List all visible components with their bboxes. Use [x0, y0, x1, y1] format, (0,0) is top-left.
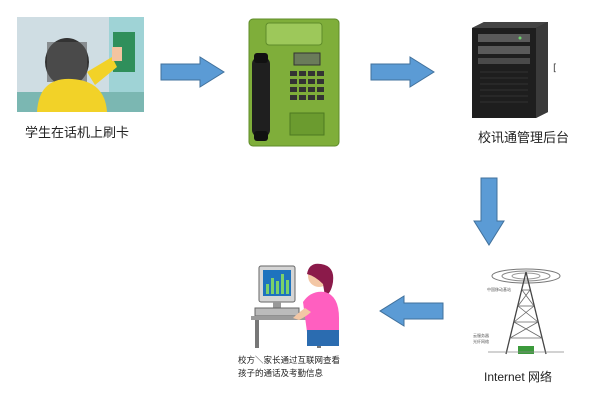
network-tower-image	[468, 262, 578, 360]
computer-caption-line1: 校方＼家长通过互联网查看	[238, 356, 341, 366]
computer-user-clipart	[245, 262, 345, 350]
arrow-right-2	[370, 56, 436, 88]
arrow-right-1	[160, 56, 226, 88]
tower-caption: Internet 网络	[484, 370, 553, 384]
server-image	[470, 20, 550, 118]
student-photo	[17, 17, 144, 112]
tower-label-top: 中国移动基站	[487, 287, 511, 292]
arrow-down	[473, 177, 505, 247]
payphone-image	[244, 17, 344, 148]
server-bracket: [	[553, 63, 557, 74]
student-caption: 学生在话机上刷卡	[25, 126, 130, 141]
computer-caption-line2: 孩子的通话及考勤信息	[238, 369, 324, 379]
arrow-left	[378, 295, 444, 327]
tower-label-mid2: 光纤网络	[473, 339, 489, 344]
server-caption: 校讯通管理后台	[478, 131, 570, 146]
tower-label-mid1: 云服务器	[473, 333, 489, 338]
